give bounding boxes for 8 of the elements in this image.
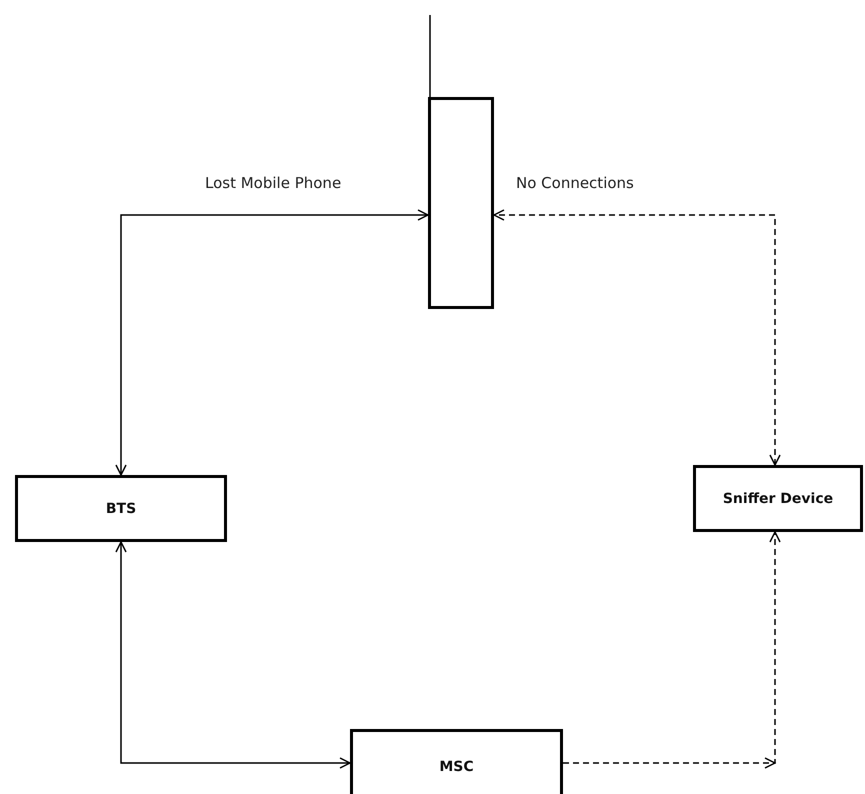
process-box: Sniffer Device xyxy=(693,465,863,532)
phone-box xyxy=(428,97,494,309)
arrow xyxy=(115,209,429,476)
process-box: MSC xyxy=(350,729,563,794)
dashed-arrow xyxy=(563,532,781,769)
arrow xyxy=(115,541,351,769)
dashed-arrow xyxy=(493,209,781,466)
process-box: BTS xyxy=(15,475,227,542)
